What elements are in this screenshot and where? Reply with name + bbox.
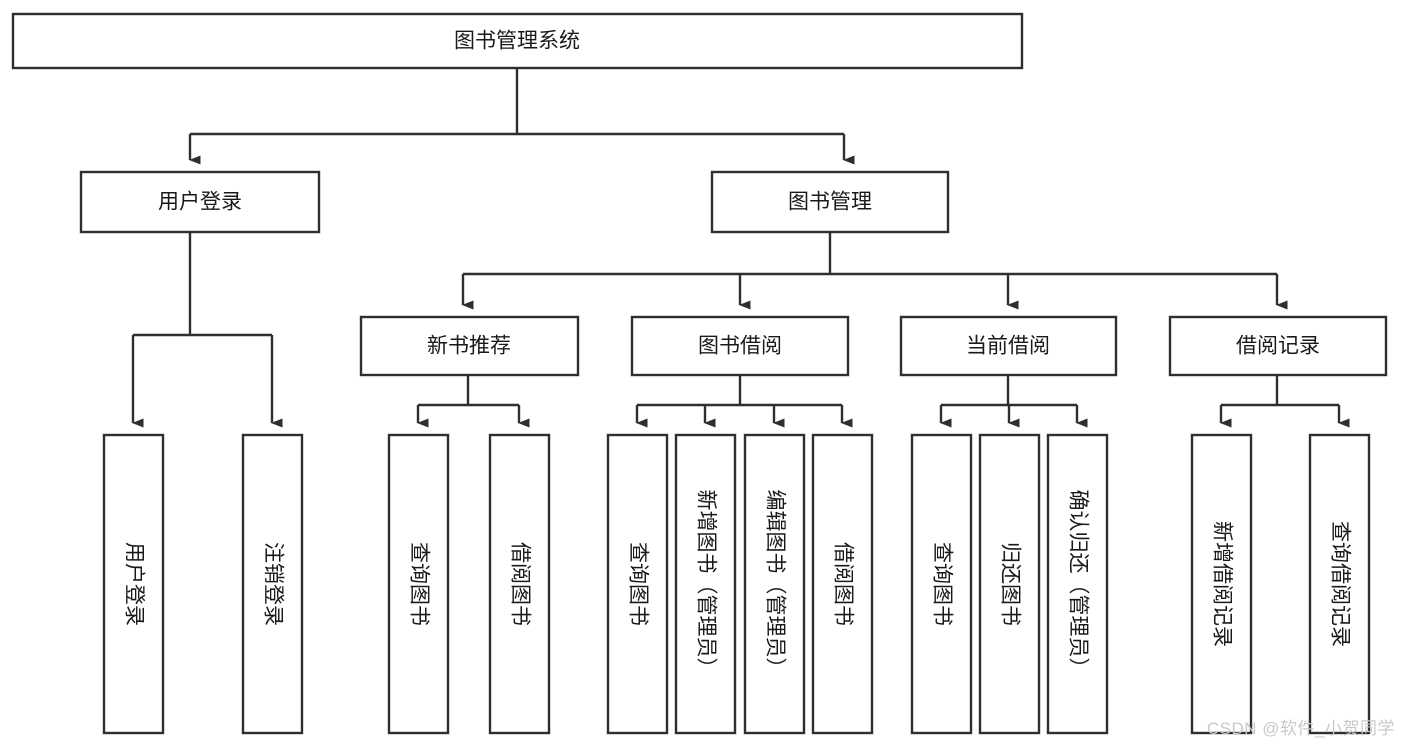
- node-borrow-record-box[interactable]: [1168, 315, 1388, 377]
- connector-book-borrow-to-leaves: [635, 375, 853, 428]
- leaf-query-book-2-box[interactable]: [606, 433, 669, 735]
- node-user-login-box[interactable]: [79, 170, 321, 234]
- node-book-manage[interactable]: 图书管理: [710, 170, 950, 234]
- leaf-query-record-label: 查询借阅记录: [1328, 521, 1351, 647]
- node-new-book-recommend-label: 新书推荐: [427, 335, 511, 358]
- leaf-borrow-book-1-box[interactable]: [488, 433, 551, 735]
- node-user-login-label: 用户登录: [158, 191, 242, 214]
- leaf-confirm-return-box[interactable]: [1046, 433, 1109, 735]
- leaf-node[interactable]: 编辑图书（管理员）: [743, 433, 806, 735]
- leaf-borrow-book-2-box[interactable]: [811, 433, 874, 735]
- node-borrow-record[interactable]: 借阅记录: [1168, 315, 1388, 377]
- leaf-node[interactable]: 借阅图书: [488, 433, 551, 735]
- connector-user-login-to-leaves: [131, 232, 283, 428]
- connector-borrow-record-to-leaves: [1219, 375, 1350, 428]
- connector-new-book-to-leaves: [416, 375, 530, 428]
- leaf-node[interactable]: 确认归还（管理员）: [1046, 433, 1109, 735]
- node-book-borrow-box[interactable]: [630, 315, 850, 377]
- leaf-node[interactable]: 新增图书（管理员）: [674, 433, 737, 735]
- leaf-query-book-2-label: 查询图书: [626, 542, 649, 626]
- leaf-logout-box[interactable]: [241, 433, 304, 735]
- node-borrow-record-label: 借阅记录: [1236, 335, 1320, 358]
- leaf-user-login-box[interactable]: [102, 433, 165, 735]
- leaf-user-login-label: 用户登录: [122, 542, 145, 626]
- node-book-borrow-label: 图书借阅: [698, 335, 782, 358]
- node-new-book-recommend[interactable]: 新书推荐: [359, 315, 580, 377]
- leaf-return-book-label: 归还图书: [998, 542, 1021, 626]
- node-root-label: 图书管理系统: [454, 30, 580, 53]
- leaf-node[interactable]: 新增借阅记录: [1190, 433, 1253, 735]
- leaf-query-book-3-label: 查询图书: [930, 542, 953, 626]
- leaf-return-book-box[interactable]: [978, 433, 1041, 735]
- connector-book-manage-to-level3: [461, 232, 1288, 310]
- leaf-add-record-label: 新增借阅记录: [1210, 521, 1233, 647]
- node-book-borrow[interactable]: 图书借阅: [630, 315, 850, 377]
- leaf-query-record-box[interactable]: [1308, 433, 1371, 735]
- leaf-query-book-3-box[interactable]: [910, 433, 973, 735]
- leaf-node[interactable]: 借阅图书: [811, 433, 874, 735]
- leaf-add-book-label: 新增图书（管理员）: [694, 490, 717, 679]
- node-current-borrow-label: 当前借阅: [966, 335, 1050, 358]
- leaf-add-book-box[interactable]: [674, 433, 737, 735]
- leaf-logout-label: 注销登录: [261, 542, 284, 626]
- leaf-node[interactable]: 注销登录: [241, 433, 304, 735]
- leaf-borrow-book-2-label: 借阅图书: [831, 542, 854, 626]
- node-book-manage-label: 图书管理: [788, 191, 872, 214]
- leaf-confirm-return-label: 确认归还（管理员）: [1066, 490, 1089, 679]
- leaf-node[interactable]: 查询图书: [910, 433, 973, 735]
- node-root-box[interactable]: [11, 12, 1024, 70]
- node-current-borrow[interactable]: 当前借阅: [899, 315, 1118, 377]
- leaf-node[interactable]: 查询图书: [606, 433, 669, 735]
- leaf-edit-book-label: 编辑图书（管理员）: [763, 490, 786, 679]
- leaf-edit-book-box[interactable]: [743, 433, 806, 735]
- connector-current-borrow-to-leaves: [939, 375, 1088, 428]
- leaf-node[interactable]: 归还图书: [978, 433, 1041, 735]
- leaf-borrow-book-1-label: 借阅图书: [508, 542, 531, 626]
- leaf-query-book-1-label: 查询图书: [407, 542, 430, 626]
- leaf-add-record-box[interactable]: [1190, 433, 1253, 735]
- node-new-book-recommend-box[interactable]: [359, 315, 580, 377]
- leaf-node[interactable]: 用户登录: [102, 433, 165, 735]
- node-book-manage-box[interactable]: [710, 170, 950, 234]
- connector-root-to-level2: [188, 68, 855, 165]
- leaf-node[interactable]: 查询借阅记录: [1308, 433, 1371, 735]
- leaf-node[interactable]: 查询图书: [387, 433, 450, 735]
- leaf-query-book-1-box[interactable]: [387, 433, 450, 735]
- node-user-login[interactable]: 用户登录: [79, 170, 321, 234]
- node-current-borrow-box[interactable]: [899, 315, 1118, 377]
- node-root[interactable]: 图书管理系统: [11, 12, 1024, 70]
